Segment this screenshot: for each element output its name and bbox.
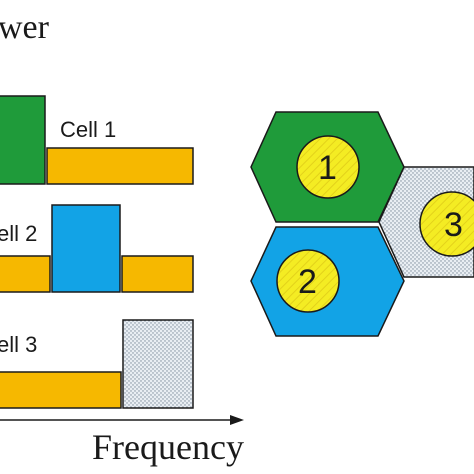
cell-2-number: 2 (298, 263, 317, 301)
x-axis-label: Frequency (92, 427, 244, 467)
cell-1-low-band (46, 147, 194, 185)
hexagon-cell-2: 2 (250, 226, 405, 337)
hexagon-cell-3: 3 (378, 166, 474, 278)
cell-2-low-band-left (0, 255, 51, 293)
frequency-axis (0, 415, 244, 425)
cell-2-low-band-right (121, 255, 194, 293)
cell-1-label: Cell 1 (60, 117, 116, 142)
cell-2-label: ell 2 (0, 221, 37, 246)
hexagon-cell-1: 1 (250, 111, 405, 223)
cell-3-number: 3 (444, 206, 463, 244)
cell-3-power-block (122, 319, 194, 409)
cell-3-spectrum: ell 3 (0, 319, 194, 409)
cell-2-spectrum: ell 2 (0, 204, 194, 293)
cell-3-low-band (0, 371, 122, 409)
cell-1-spectrum: Cell 1 (0, 95, 194, 185)
y-axis-label: wer (0, 9, 50, 46)
cell-1-number: 1 (318, 149, 337, 187)
axis-arrowhead-icon (230, 415, 244, 425)
cell-2-power-block (51, 204, 121, 293)
cell-1-marker (296, 135, 360, 199)
cell-1-power-block (0, 95, 46, 185)
cell-2-marker (276, 249, 340, 313)
cell-3-label: ell 3 (0, 332, 37, 357)
cell-3-marker (419, 191, 474, 257)
